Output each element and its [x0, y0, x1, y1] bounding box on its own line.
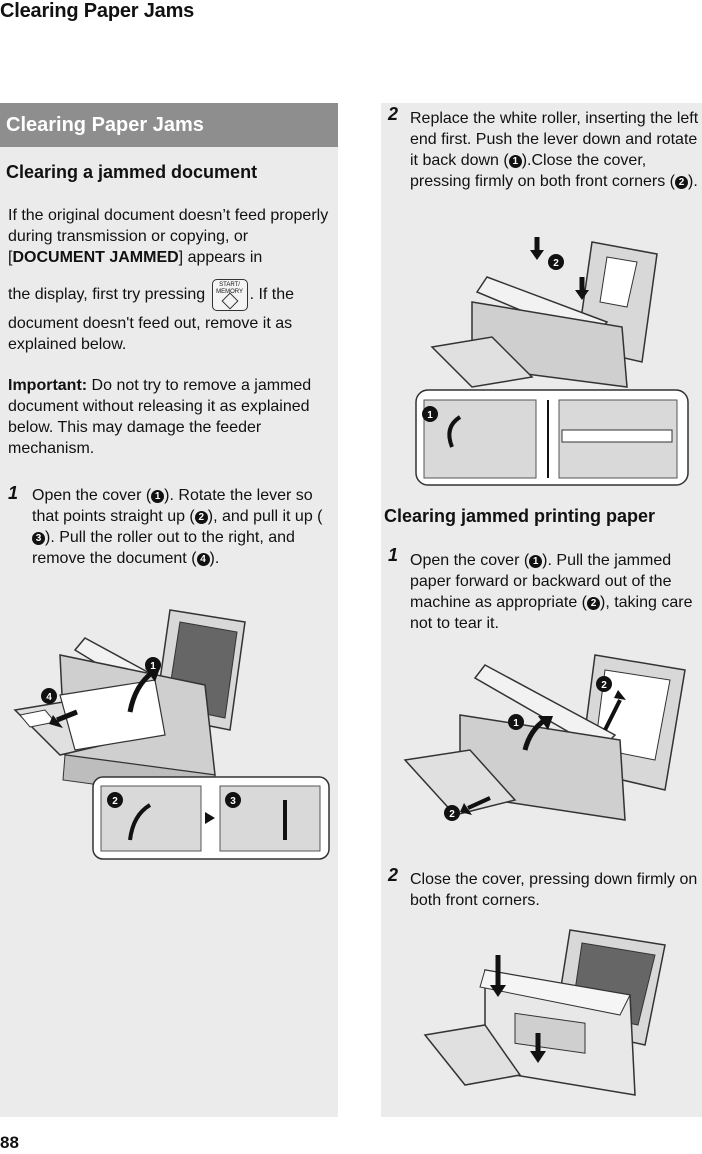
svg-text:2: 2: [449, 809, 455, 820]
svg-text:2: 2: [553, 258, 559, 269]
svg-text:2: 2: [112, 796, 118, 807]
section-banner: Clearing Paper Jams: [0, 103, 338, 147]
important-note: Important: Do not try to remove a jammed…: [8, 377, 312, 457]
figure-replace-roller: 2 1: [415, 237, 689, 486]
step-number: 2: [388, 104, 399, 124]
step-number: 1: [8, 483, 19, 503]
running-header: Clearing Paper Jams: [0, 0, 195, 22]
step-number: 1: [388, 545, 399, 565]
step-2-document: Replace the white roller, inserting the …: [410, 110, 699, 190]
step-1-document: Open the cover (1). Rotate the lever so …: [32, 487, 323, 567]
figure-remove-paper: 1 2 2: [403, 654, 686, 821]
figure-close-cover: [423, 929, 666, 1096]
figure-remove-document: 1 4 2 3: [13, 609, 330, 860]
left-column: [0, 103, 338, 1117]
svg-text:2: 2: [601, 680, 607, 691]
svg-text:4: 4: [46, 692, 52, 703]
intro-paragraph: If the original document doesn’t feed pr…: [8, 207, 329, 266]
intro-key-line: the display, first try pressing START/ME…: [8, 279, 336, 311]
step-2-paper: Close the cover, pressing down firmly on…: [410, 871, 698, 909]
page-number: 88: [0, 1133, 19, 1152]
svg-text:1: 1: [427, 410, 433, 421]
subhead-jammed-printing-paper: Clearing jammed printing paper: [384, 506, 656, 526]
step-1-paper: Open the cover (1). Pull the jammed pape…: [410, 552, 693, 632]
start-memory-key-icon: START/MEMORY: [211, 279, 248, 311]
display-message: DOCUMENT JAMMED: [12, 249, 179, 266]
svg-text:3: 3: [230, 796, 236, 807]
svg-text:1: 1: [513, 718, 519, 729]
intro-paragraph-end: document doesn't feed out, remove it as …: [8, 315, 293, 353]
svg-text:1: 1: [150, 661, 156, 672]
subhead-jammed-document: Clearing a jammed document: [6, 162, 258, 182]
step-number: 2: [388, 865, 399, 885]
